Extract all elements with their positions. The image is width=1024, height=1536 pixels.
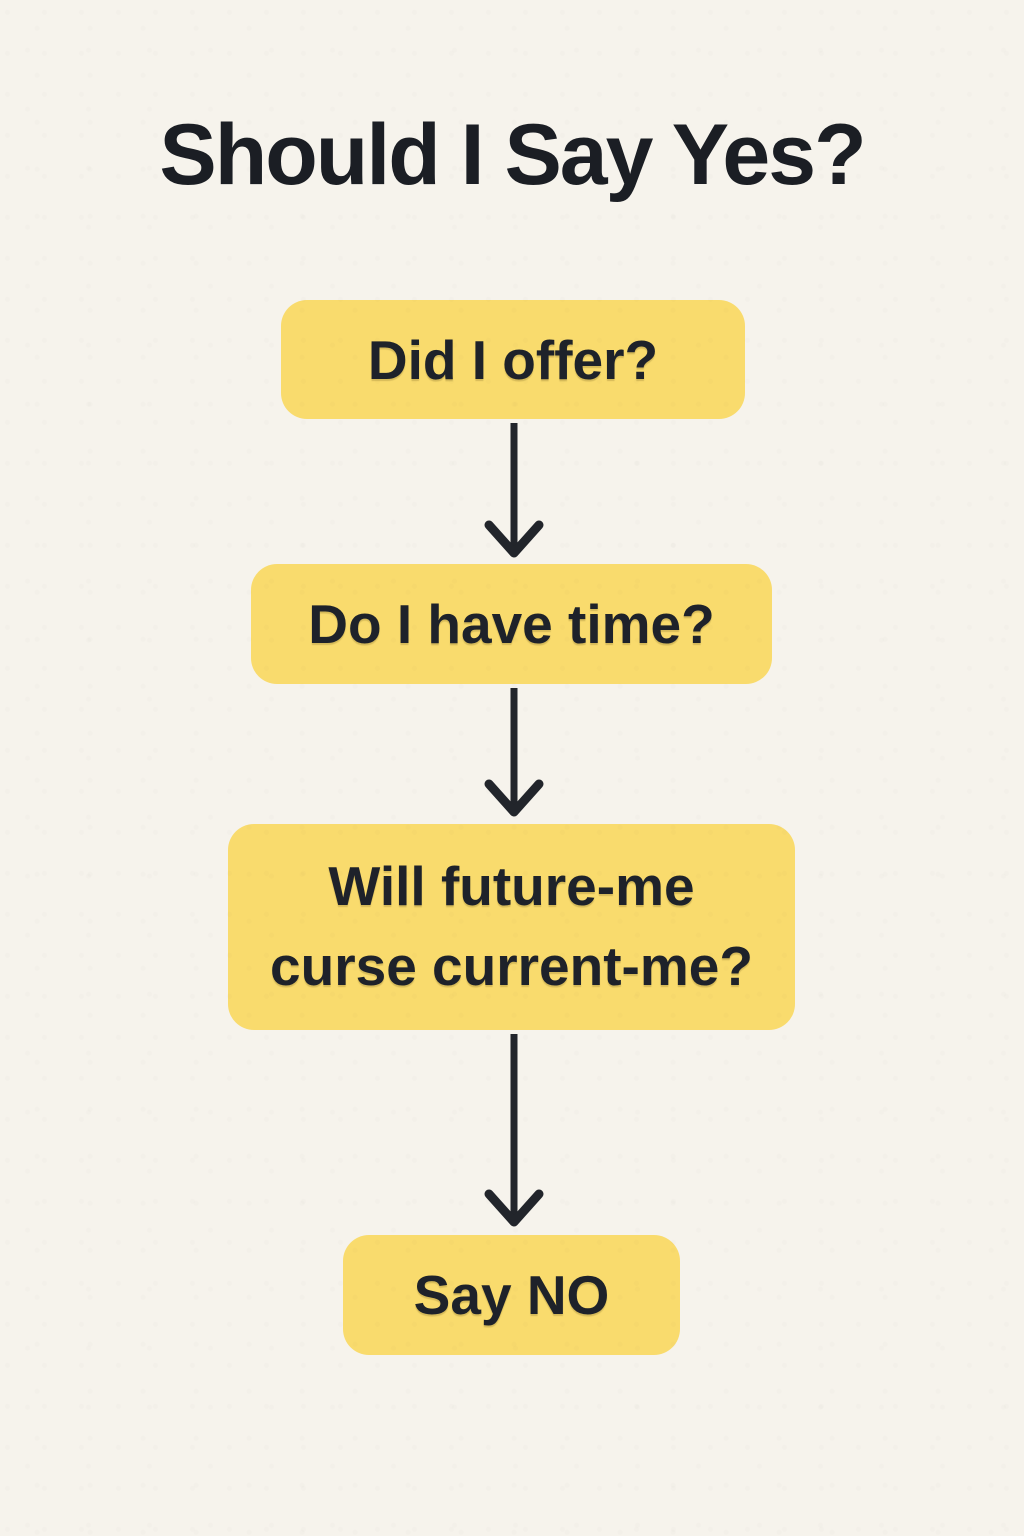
- down-arrow-icon: [484, 1034, 544, 1227]
- down-arrow-icon: [484, 688, 544, 817]
- flow-node-future-me-curse-current-me: Will future-me curse current-me?: [228, 824, 795, 1030]
- flow-node-did-i-offer: Did I offer?: [281, 300, 745, 419]
- flow-node-say-no: Say NO: [343, 1235, 680, 1355]
- down-arrow-icon: [484, 423, 544, 558]
- flow-node-label: Say NO: [413, 1264, 610, 1326]
- flow-node-label: Will future-me curse current-me?: [270, 855, 753, 997]
- flow-node-label: Do I have time?: [308, 593, 715, 655]
- flow-node-do-i-have-time: Do I have time?: [251, 564, 772, 684]
- flow-node-label: Did I offer?: [367, 328, 659, 391]
- page-title: Should I Say Yes?: [159, 107, 866, 203]
